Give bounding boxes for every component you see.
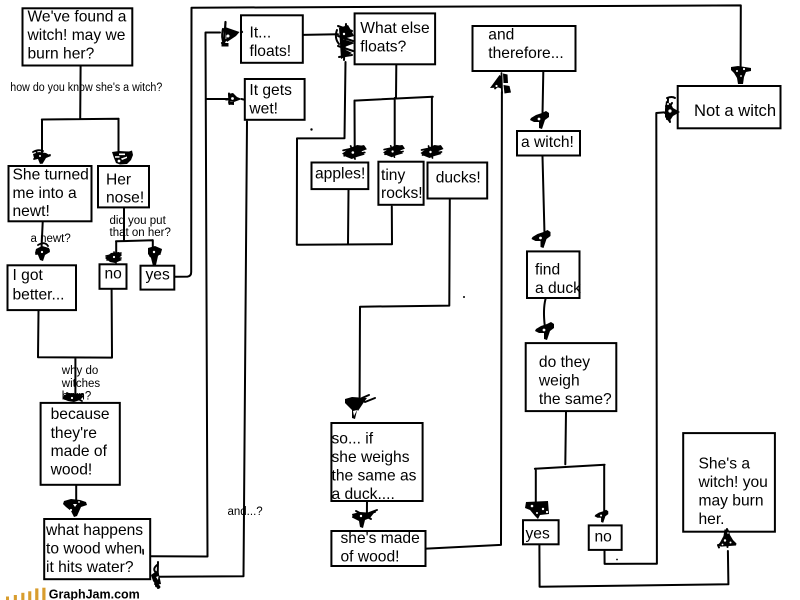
svg-text:yes: yes — [146, 266, 170, 283]
svg-text:ducks!: ducks! — [436, 169, 481, 186]
svg-text:no: no — [105, 266, 123, 283]
svg-text:how do you know she's a witch?: how do you know she's a witch? — [10, 82, 162, 94]
svg-text:apples!: apples! — [315, 165, 365, 182]
svg-text:no: no — [595, 529, 613, 546]
svg-text:yes: yes — [526, 526, 550, 543]
svg-text:and...?: and...? — [228, 506, 263, 518]
svg-text:a witch!: a witch! — [521, 134, 574, 151]
svg-text:GraphJam.com: GraphJam.com — [49, 587, 140, 600]
svg-text:a newt?: a newt? — [31, 233, 71, 245]
svg-text:Not a witch: Not a witch — [694, 101, 776, 120]
